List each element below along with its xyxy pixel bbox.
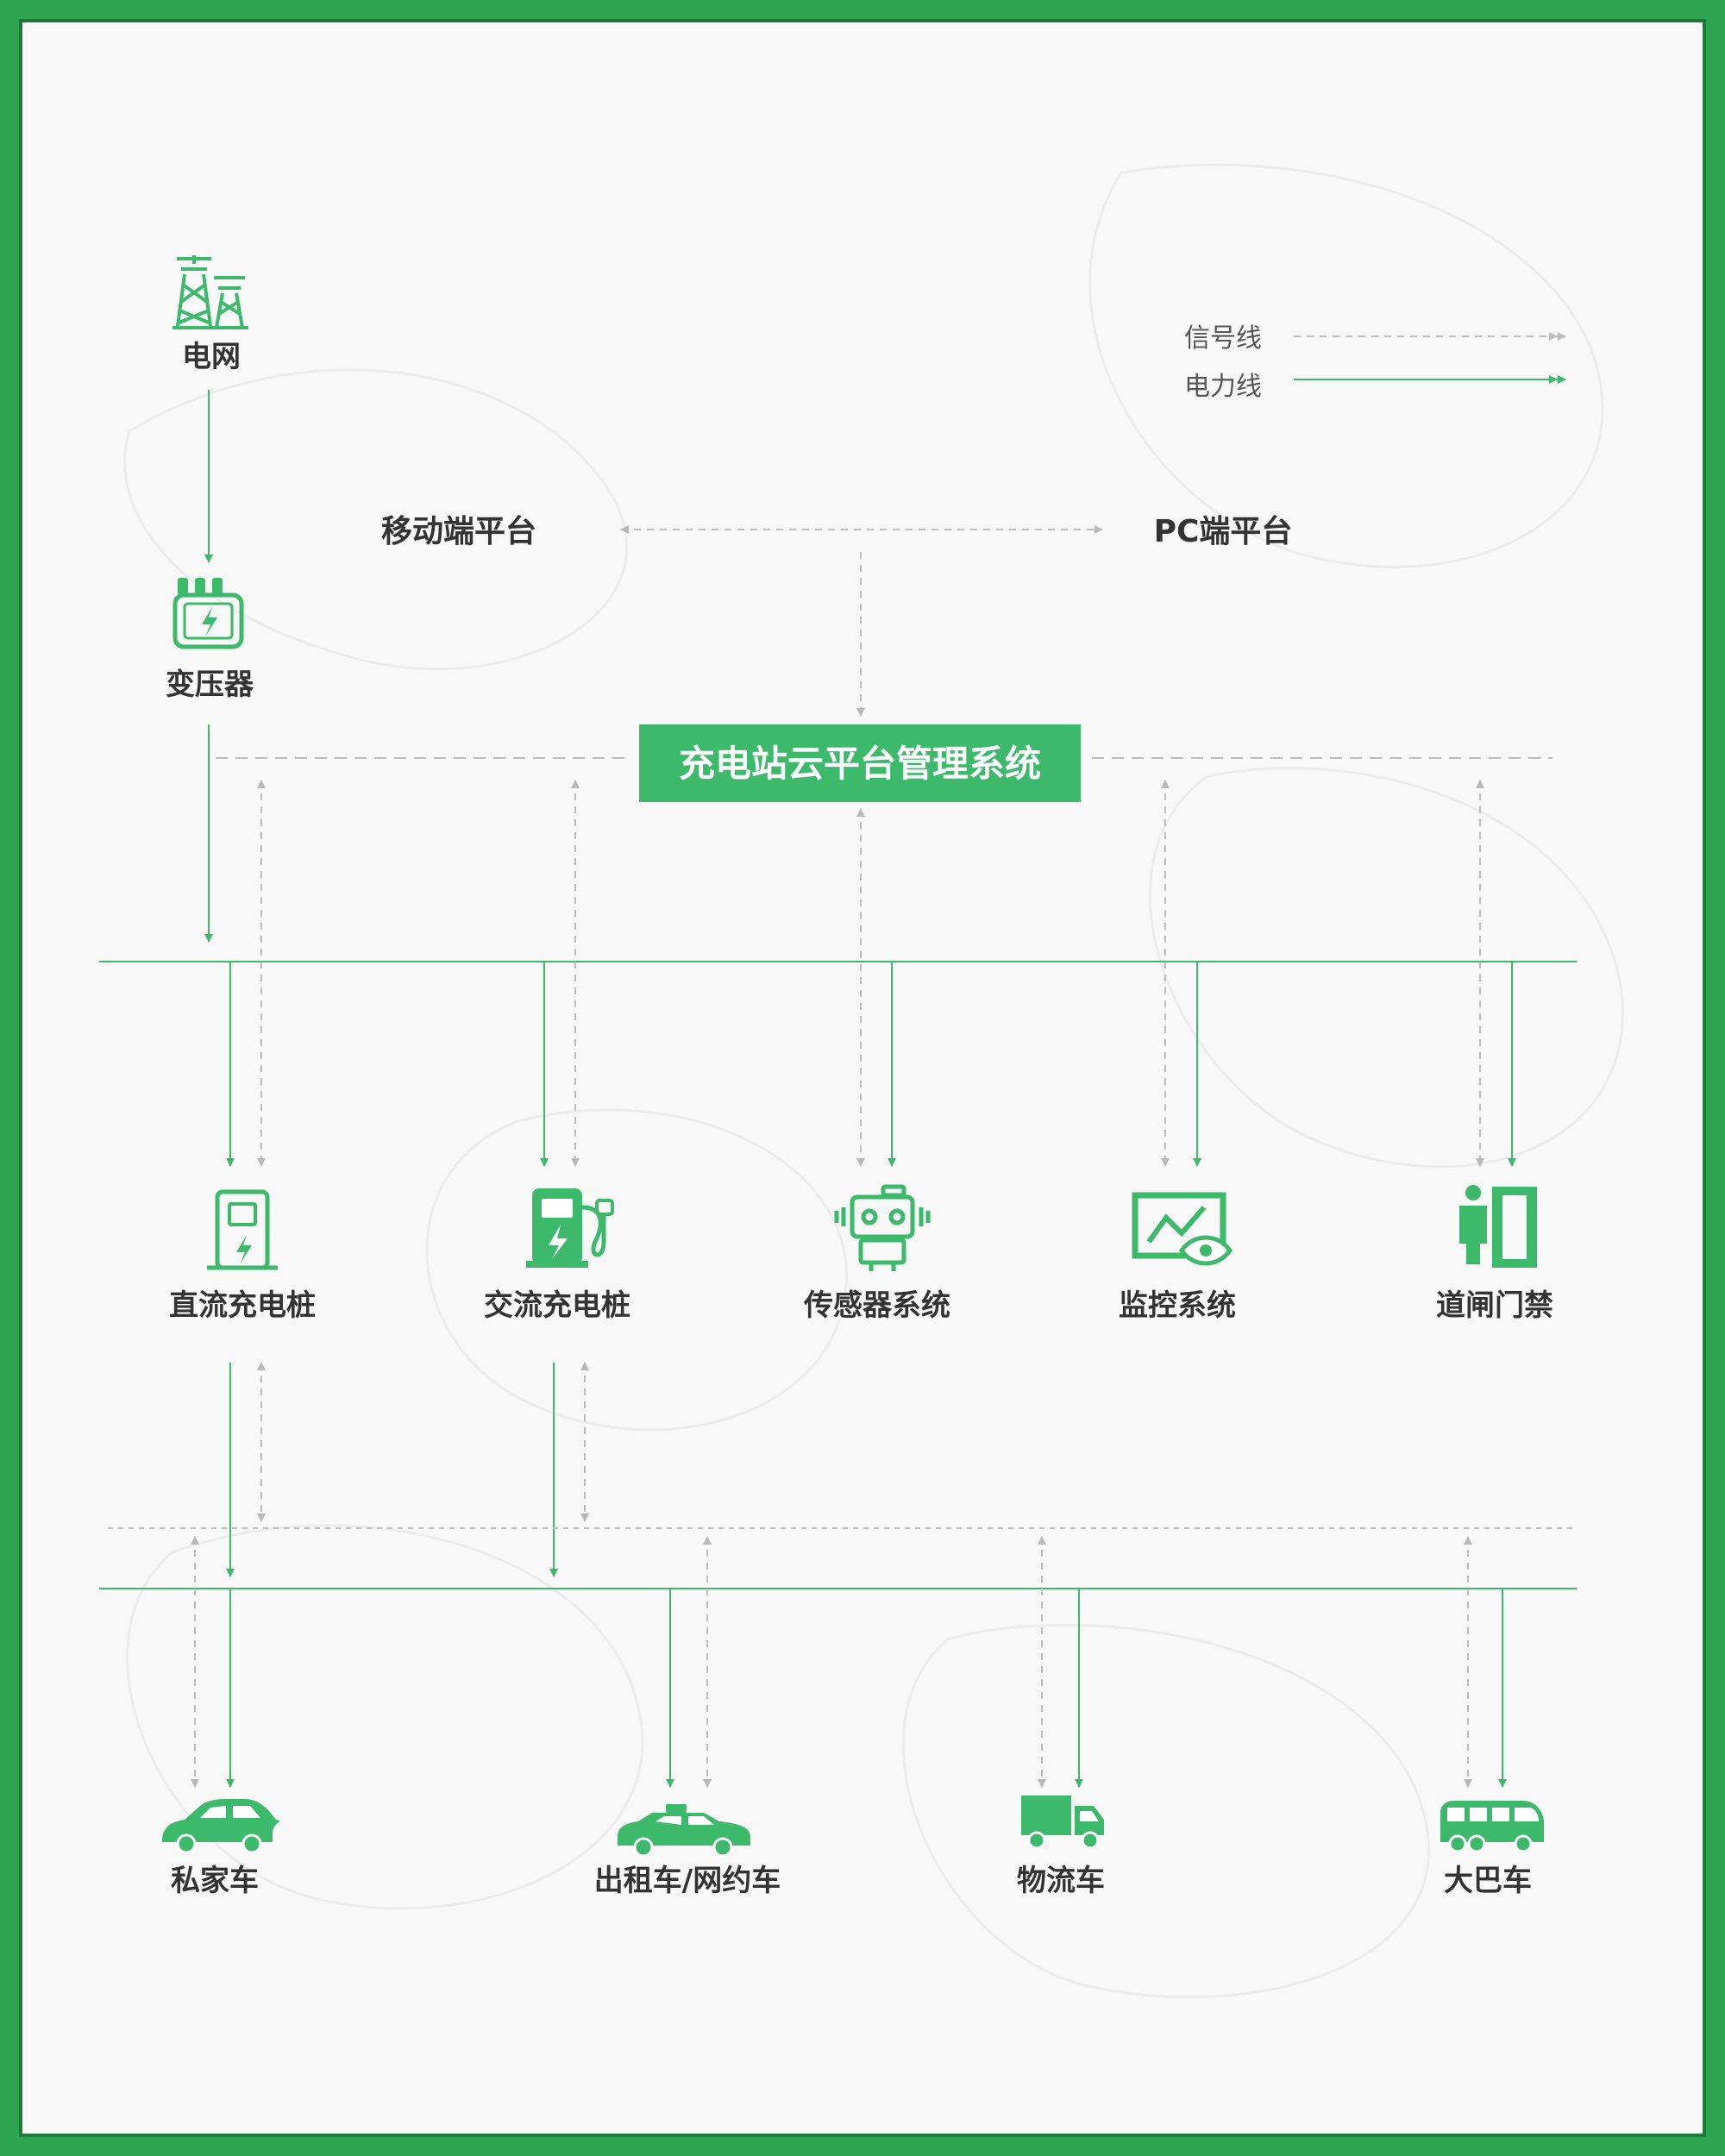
monitor-node: 监控系统 bbox=[1119, 1192, 1236, 1323]
car-icon bbox=[162, 1799, 280, 1854]
ac-pile-label: 交流充电桩 bbox=[484, 1288, 630, 1323]
logistics-node: 物流车 bbox=[1017, 1796, 1105, 1898]
legend-power-label: 电力线 bbox=[1184, 372, 1262, 402]
dc-pile-node: 直流充电桩 bbox=[169, 1189, 316, 1323]
sensor-label: 传感器系统 bbox=[803, 1288, 950, 1323]
ac-pile-node: 交流充电桩 bbox=[484, 1188, 630, 1323]
grid-label: 电网 bbox=[182, 340, 241, 374]
monitor-label: 监控系统 bbox=[1119, 1288, 1236, 1323]
pc-platform-label: PC端平台 bbox=[1154, 514, 1293, 549]
background-pattern bbox=[123, 163, 1624, 1999]
bus-label: 大巴车 bbox=[1444, 1864, 1532, 1898]
taxi-node: 出租车/网约车 bbox=[594, 1804, 781, 1898]
gate-person-icon bbox=[1459, 1185, 1537, 1268]
transformer-label: 变压器 bbox=[166, 667, 254, 702]
gate-node: 道闸门禁 bbox=[1436, 1185, 1553, 1323]
dc-pile-label: 直流充电桩 bbox=[169, 1288, 316, 1323]
gate-label: 道闸门禁 bbox=[1436, 1288, 1553, 1323]
logistics-label: 物流车 bbox=[1017, 1864, 1105, 1898]
truck-icon bbox=[1021, 1796, 1104, 1850]
taxi-label: 出租车/网约车 bbox=[594, 1864, 781, 1898]
legend-signal-label: 信号线 bbox=[1184, 323, 1262, 354]
bus-icon bbox=[1440, 1801, 1544, 1853]
taxi-icon bbox=[618, 1804, 750, 1858]
sensor-node: 传感器系统 bbox=[803, 1184, 950, 1323]
private-car-node: 私家车 bbox=[162, 1799, 280, 1898]
transformer-node: 变压器 bbox=[166, 578, 254, 702]
private-car-label: 私家车 bbox=[171, 1864, 259, 1898]
bus-node: 大巴车 bbox=[1440, 1801, 1544, 1898]
dc-charger-icon bbox=[207, 1189, 278, 1270]
robot-sensor-icon bbox=[834, 1184, 931, 1271]
legend: 信号线 电力线 bbox=[1184, 323, 1566, 402]
cloud-platform-label: 充电站云平台管理系统 bbox=[679, 743, 1041, 785]
transformer-icon bbox=[172, 578, 244, 649]
ac-charger-icon bbox=[526, 1188, 614, 1268]
power-tower-icon bbox=[172, 255, 248, 329]
monitor-eye-icon bbox=[1132, 1192, 1233, 1266]
mobile-platform-label: 移动端平台 bbox=[381, 514, 536, 549]
cloud-platform-box: 充电站云平台管理系统 bbox=[639, 724, 1081, 802]
grid-node: 电网 bbox=[172, 255, 248, 374]
